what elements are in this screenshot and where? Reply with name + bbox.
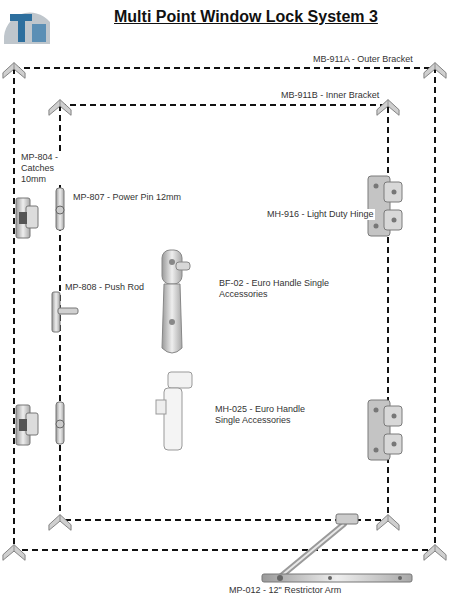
part-label: MH-916 - Light Duty Hinge bbox=[266, 209, 375, 220]
restrictor-arm bbox=[262, 514, 412, 582]
part-label: MB-911B - Inner Bracket bbox=[280, 90, 380, 101]
outer-bracket bbox=[3, 63, 446, 561]
power-pin bbox=[56, 402, 64, 444]
hinge bbox=[368, 176, 402, 236]
power-pin bbox=[56, 188, 64, 230]
part-label: MH-025 - Euro Handle Single Accessories bbox=[214, 404, 328, 426]
part-label: MP-012 - 12" Restrictor Arm bbox=[228, 585, 342, 596]
inner-bracket bbox=[49, 100, 399, 531]
part-label: MB-911A - Outer Bracket bbox=[312, 54, 414, 65]
euro-handle bbox=[156, 372, 192, 450]
part-label: MP-807 - Power Pin 12mm bbox=[72, 192, 182, 203]
page-title: Multi Point Window Lock System 3 bbox=[114, 8, 378, 26]
part-label: MP-804 - Catches 10mm bbox=[20, 152, 62, 185]
hinge bbox=[368, 400, 402, 460]
logo bbox=[4, 13, 50, 44]
outer-frame bbox=[14, 68, 435, 550]
part-label: MP-808 - Push Rod bbox=[64, 282, 145, 293]
part-label: BF-02 - Euro Handle Single Accessories bbox=[218, 278, 332, 300]
catch bbox=[16, 405, 38, 445]
inner-frame bbox=[60, 105, 388, 520]
euro-handle bbox=[162, 250, 190, 353]
push-rod bbox=[52, 292, 78, 332]
catch bbox=[16, 198, 38, 238]
